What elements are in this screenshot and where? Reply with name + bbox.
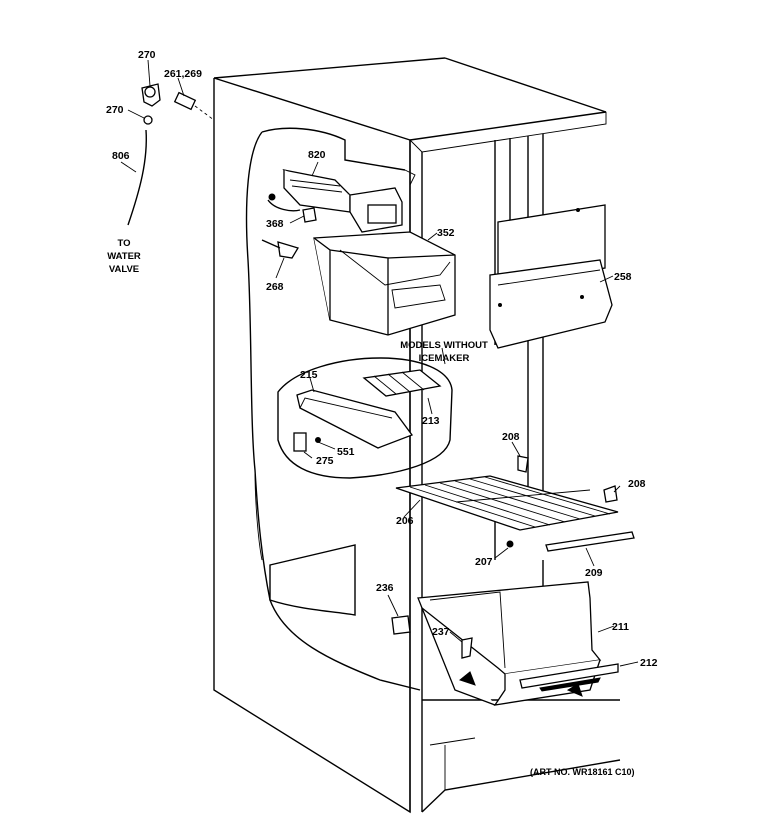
label-551: 551 xyxy=(337,446,355,458)
label-207: 207 xyxy=(475,556,493,568)
lower-bin xyxy=(391,581,619,706)
label-237: 237 xyxy=(432,626,450,638)
label-236: 236 xyxy=(376,582,394,594)
part-labels: 270 261,269 270 806 TO WATER VALVE 820 3… xyxy=(106,49,658,777)
label-to-water-valve-2: WATER xyxy=(107,251,141,262)
label-368: 368 xyxy=(266,218,284,230)
label-213: 213 xyxy=(422,415,440,427)
label-208-side: 208 xyxy=(628,478,646,490)
leader-lines xyxy=(120,59,639,667)
rear-bracket xyxy=(489,204,613,349)
label-258: 258 xyxy=(614,271,632,283)
label-215: 215 xyxy=(300,369,318,381)
label-270-nut: 270 xyxy=(106,104,124,116)
art-number: (ART NO. WR18161 C10) xyxy=(530,767,635,777)
ice-bucket xyxy=(313,231,456,336)
label-261-269: 261,269 xyxy=(164,68,202,80)
label-275: 275 xyxy=(316,455,334,467)
label-209: 209 xyxy=(585,567,603,579)
wire-shelf xyxy=(395,455,635,552)
label-208-rear: 208 xyxy=(502,431,520,443)
label-models-without-1: MODELS WITHOUT xyxy=(400,340,488,351)
label-to-water-valve-3: VALVE xyxy=(109,264,139,275)
label-models-without-2: ICEMAKER xyxy=(419,353,470,364)
label-206: 206 xyxy=(396,515,414,527)
no-icemaker-group xyxy=(277,357,453,479)
label-352: 352 xyxy=(437,227,455,239)
icemaker xyxy=(261,169,403,259)
label-806: 806 xyxy=(112,150,130,162)
label-820: 820 xyxy=(308,149,326,161)
water-fitting-parts xyxy=(127,83,215,226)
label-211: 211 xyxy=(612,621,629,633)
cabinet-outline xyxy=(213,57,621,814)
label-268: 268 xyxy=(266,281,284,293)
label-270-top: 270 xyxy=(138,49,156,61)
label-to-water-valve-1: TO xyxy=(117,238,130,249)
label-212: 212 xyxy=(640,657,658,669)
